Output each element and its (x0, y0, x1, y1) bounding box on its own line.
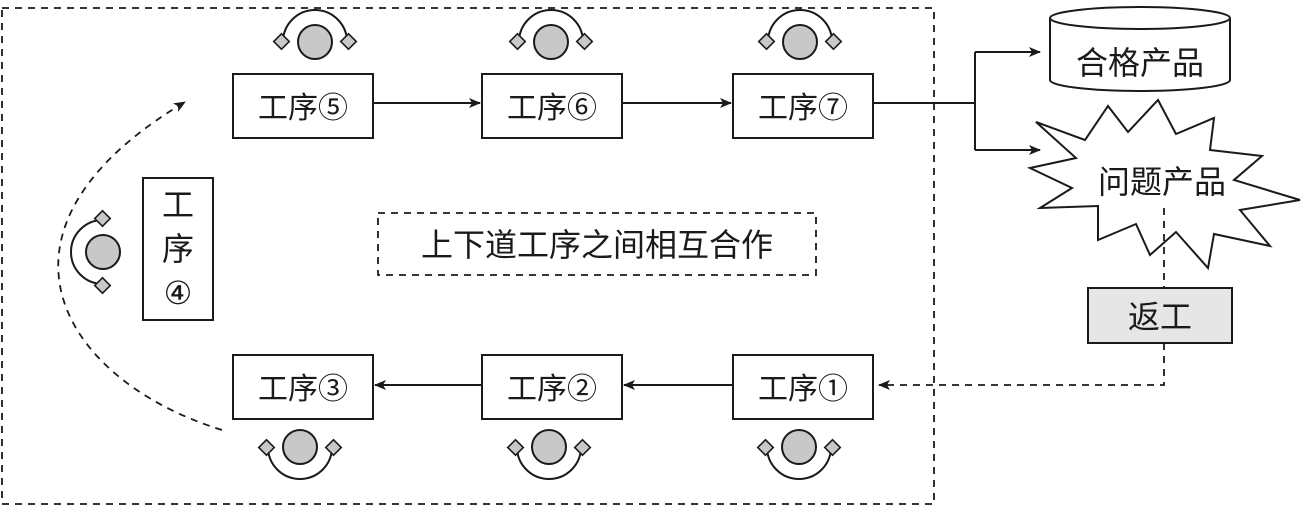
rework-box[interactable]: 返工 (1087, 287, 1233, 344)
cooperation-note-text: 上下道工序之间相互合作 (421, 226, 773, 264)
step-1-label: 工序① (758, 372, 848, 407)
problem-products-label: 问题产品 (1098, 163, 1226, 201)
step-7-box[interactable]: 工序⑦ (732, 73, 874, 139)
step-4-label-line3: ④ (164, 274, 193, 312)
rework-label: 返工 (1128, 298, 1192, 336)
worker-icon (272, 9, 358, 60)
qualified-products-cylinder[interactable]: 合格产品 (1049, 6, 1231, 92)
step-4-box[interactable]: 工 序 ④ (142, 177, 214, 321)
step-3-box[interactable]: 工序③ (232, 354, 374, 420)
worker-icon (757, 9, 843, 60)
step-5-label: 工序⑤ (258, 91, 348, 126)
worker-icon (70, 209, 121, 295)
problem-products-burst[interactable]: 问题产品 (1026, 98, 1301, 271)
cooperation-note: 上下道工序之间相互合作 (377, 212, 817, 276)
worker-icon (508, 9, 594, 60)
step-3-label: 工序③ (258, 372, 348, 407)
worker-icon (506, 429, 592, 480)
step-4-label-line1: 工 (162, 186, 194, 224)
step-1-box[interactable]: 工序① (732, 354, 874, 420)
step-2-box[interactable]: 工序② (481, 354, 623, 420)
step-2-label: 工序② (507, 372, 597, 407)
burst-shape (1026, 98, 1301, 271)
step-6-label: 工序⑥ (507, 91, 597, 126)
step-7-label: 工序⑦ (758, 91, 848, 126)
output-branch (873, 47, 1041, 155)
step-5-box[interactable]: 工序⑤ (232, 73, 374, 139)
step-6-box[interactable]: 工序⑥ (481, 73, 623, 139)
rework-return-line (878, 343, 1165, 390)
worker-icon (756, 429, 842, 480)
worker-icon (257, 429, 343, 480)
step-4-label-line2: 序 (162, 230, 194, 268)
flow-curve-3-to-5 (57, 101, 223, 431)
qualified-products-label: 合格产品 (1076, 44, 1204, 82)
